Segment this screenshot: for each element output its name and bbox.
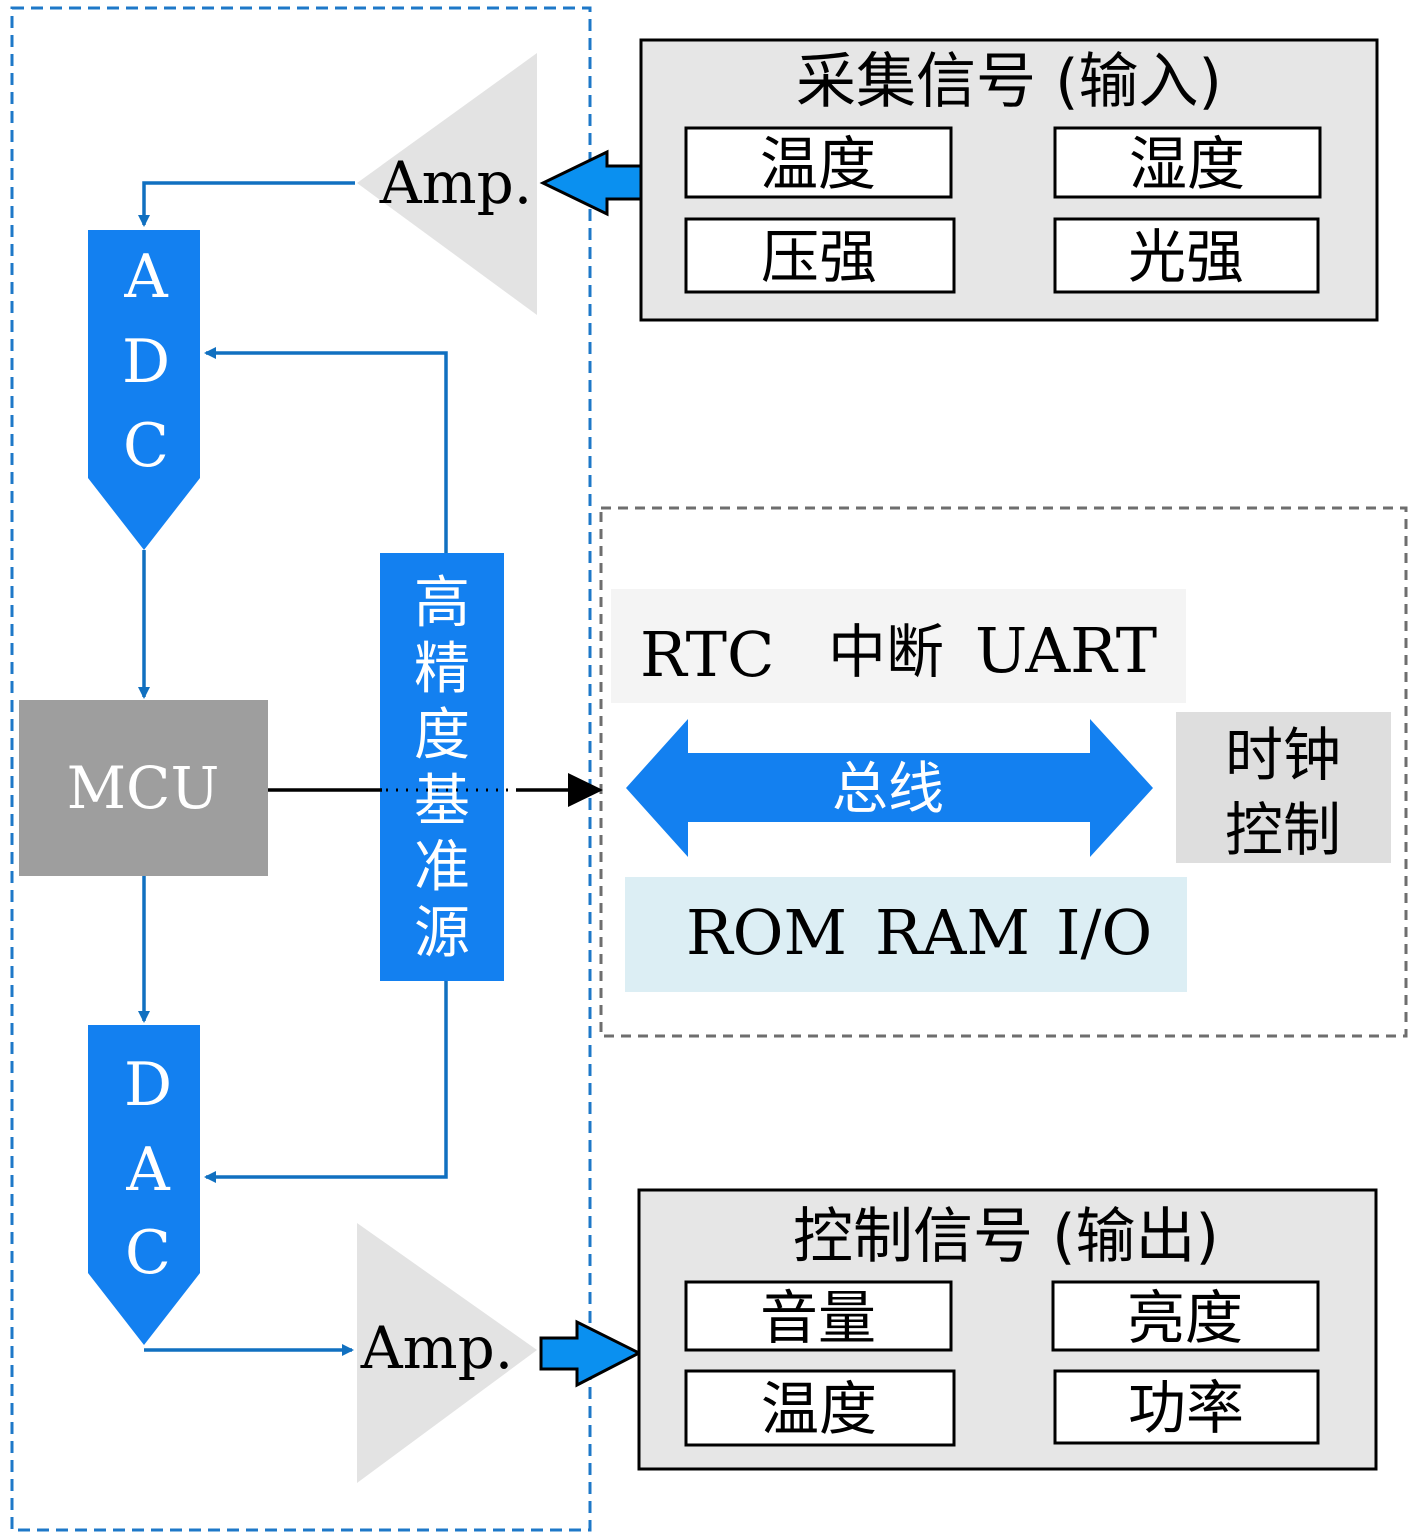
output-item-power: 功率	[1128, 1374, 1244, 1442]
input-item-light: 光强	[1128, 223, 1244, 291]
peripheral-boundary	[599, 506, 1408, 1038]
output-item-temperature: 温度	[761, 1375, 877, 1443]
mcu-to-peripherals-line	[268, 773, 603, 807]
mcu-label: MCU	[67, 754, 220, 822]
input-signal-panel: 采集信号 (输入) 温度 湿度 压强 光强	[639, 38, 1379, 322]
memory-row	[625, 877, 1187, 992]
dac-block	[88, 1025, 200, 1345]
adc-letter-a: A	[123, 242, 168, 312]
input-amp-label: Amp.	[379, 149, 532, 217]
clock-control-block	[1176, 712, 1391, 863]
output-amplifier	[357, 1223, 537, 1483]
output-item-brightness: 亮度	[1127, 1284, 1243, 1352]
input-item-pressure: 压强	[761, 223, 877, 291]
reference-char-4: 基	[414, 769, 470, 834]
output-signal-panel: 控制信号 (输出) 音量 亮度 温度 功率	[637, 1188, 1378, 1471]
interrupt-label: 中断	[828, 618, 944, 686]
bus-label: 总线	[832, 757, 944, 822]
reference-char-2: 精	[414, 637, 470, 702]
adc-letter-c: C	[123, 411, 169, 481]
rtc-label: RTC	[640, 618, 774, 691]
adc-letter-d: D	[122, 327, 170, 397]
reference-char-1: 高	[414, 571, 470, 636]
output-item-volume: 音量	[760, 1284, 876, 1352]
dac-letter-c: C	[125, 1218, 171, 1288]
adc-block	[88, 230, 200, 550]
input-item-temperature: 温度	[760, 130, 876, 198]
mcu-system-boundary	[10, 6, 592, 1532]
peripherals-row	[611, 589, 1186, 703]
output-block-arrow	[539, 1319, 643, 1388]
control-label: 控制	[1225, 796, 1341, 864]
input-amplifier	[357, 53, 537, 315]
reference-char-3: 度	[414, 703, 470, 768]
clock-label: 时钟	[1225, 721, 1341, 789]
dac-letter-d: D	[124, 1050, 172, 1120]
reference-char-6: 源	[414, 901, 470, 966]
rom-label: ROM	[686, 896, 847, 969]
output-amp-label: Amp.	[360, 1314, 513, 1382]
amp-to-adc-line	[138, 181, 355, 227]
reference-source-block	[380, 553, 504, 981]
reference-to-dac-line	[204, 980, 448, 1183]
ram-label: RAM	[875, 896, 1030, 969]
io-label: I/O	[1056, 896, 1152, 969]
mcu-block	[19, 700, 268, 876]
input-item-humidity: 湿度	[1129, 130, 1245, 198]
dac-letter-a: A	[125, 1135, 170, 1205]
input-panel-title: 采集信号 (输入)	[796, 47, 1222, 117]
output-panel-title: 控制信号 (输出)	[793, 1202, 1219, 1272]
reference-char-5: 准	[414, 835, 470, 900]
input-block-arrow	[539, 149, 643, 217]
reference-to-adc-line	[204, 347, 448, 553]
bus-arrow	[626, 719, 1153, 857]
uart-label: UART	[975, 614, 1157, 687]
